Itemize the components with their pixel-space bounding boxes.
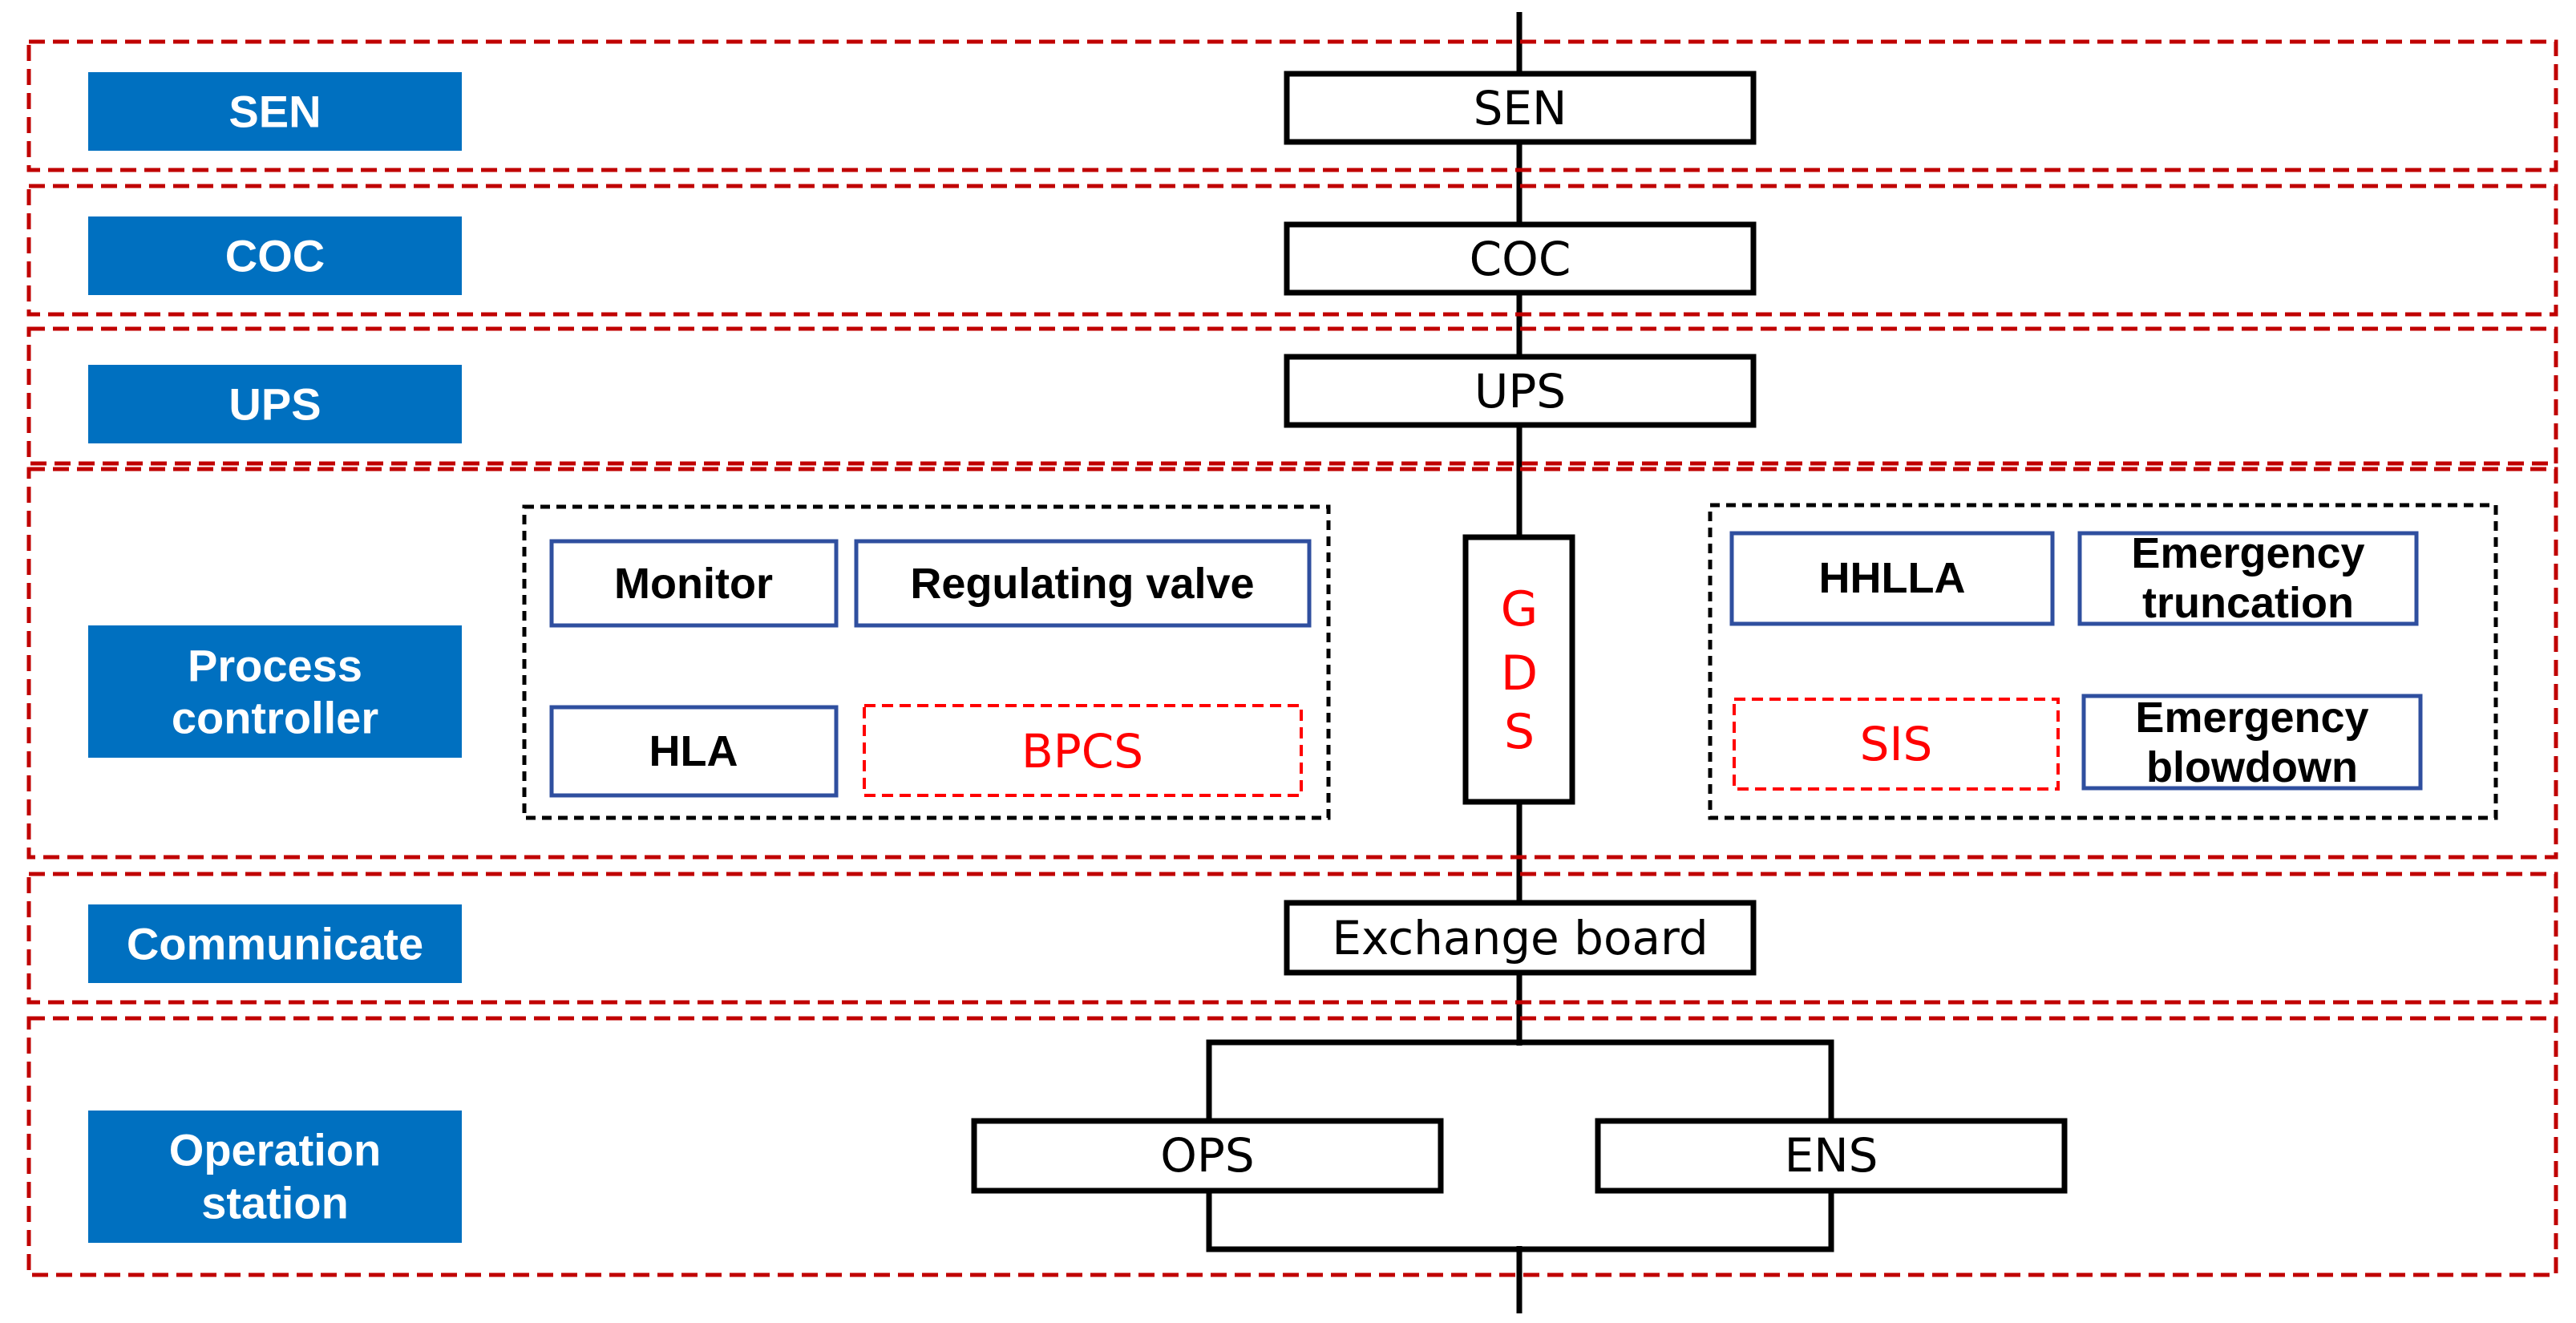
sis-text: SIS [1860, 717, 1933, 771]
layer-label-operation-station-line1: Operation [169, 1125, 381, 1175]
bus-mask-operation [1511, 1046, 1527, 1246]
node-ups-text: UPS [1474, 364, 1566, 419]
hhlla-text: HHLLA [1819, 554, 1966, 602]
node-sen-text: SEN [1474, 81, 1567, 136]
emergency-blowdown-box: Emergency blowdown [2081, 694, 2423, 791]
node-ens: ENS [1595, 1118, 2068, 1194]
monitor-text: Monitor [614, 560, 773, 608]
bpcs-group: Monitor Regulating valve HLA BPCS [522, 504, 1331, 820]
layer-label-ups-text: UPS [228, 379, 321, 430]
emergency-blowdown-line1: Emergency [2135, 694, 2368, 742]
emergency-truncation-line1: Emergency [2131, 529, 2364, 577]
bpcs-text: BPCS [1021, 724, 1143, 779]
layer-label-sen: SEN [88, 72, 462, 151]
layer-label-coc: COC [88, 216, 462, 295]
emergency-blowdown-line2: blowdown [2146, 743, 2358, 791]
sis-group-border [1708, 503, 2498, 820]
bpcs-box: BPCS [863, 704, 1303, 797]
layer-band-operation-station [26, 1016, 2558, 1277]
layer-label-ups: UPS [88, 365, 462, 443]
emergency-truncation-box: Emergency truncation [2077, 529, 2419, 627]
sis-box: SIS [1733, 698, 2060, 791]
layer-label-sen-text: SEN [228, 87, 321, 137]
layer-label-process-controller-line2: controller [172, 693, 378, 743]
gds-letter-s: S [1504, 704, 1535, 760]
layer-band-sen [26, 39, 2558, 172]
node-exchange-board: Exchange board [1284, 900, 1757, 976]
hla-text: HLA [649, 727, 738, 775]
emergency-truncation-line2: truncation [2142, 579, 2354, 627]
layer-label-coc-text: COC [225, 231, 325, 281]
gds-letter-g: G [1501, 581, 1539, 637]
layer-band-communicate [26, 872, 2558, 1005]
node-ops: OPS [971, 1118, 1444, 1194]
hhlla-box: HHLLA [1729, 531, 2055, 626]
layer-label-operation-station-line2: station [201, 1178, 349, 1228]
gds-letter-d: D [1501, 645, 1538, 702]
layer-label-process-controller-line1: Process [188, 641, 362, 691]
node-ops-text: OPS [1160, 1128, 1254, 1183]
layer-label-process-controller: Process controller [88, 625, 462, 758]
regulating-valve-text: Regulating valve [910, 560, 1254, 608]
layer-label-communicate: Communicate [88, 904, 462, 983]
layer-label-communicate-text: Communicate [127, 919, 423, 969]
monitor-box: Monitor [549, 539, 839, 628]
hla-box: HLA [549, 705, 839, 798]
node-ens-text: ENS [1785, 1128, 1878, 1183]
layer-label-operation-station: Operation station [88, 1111, 462, 1243]
regulating-valve-box: Regulating valve [854, 539, 1312, 628]
node-coc: COC [1284, 221, 1757, 296]
layer-band-coc [26, 184, 2558, 317]
sis-group: HHLLA Emergency truncation SIS Emergency… [1708, 503, 2498, 820]
bpcs-group-border [522, 504, 1331, 820]
node-coc-text: COC [1470, 232, 1571, 286]
node-ups: UPS [1284, 354, 1757, 428]
node-gds: G D S [1462, 534, 1575, 805]
layer-band-process-controller [26, 467, 2558, 860]
layer-band-ups [26, 326, 2558, 466]
node-exchange-board-text: Exchange board [1332, 911, 1708, 965]
node-sen: SEN [1284, 71, 1757, 145]
